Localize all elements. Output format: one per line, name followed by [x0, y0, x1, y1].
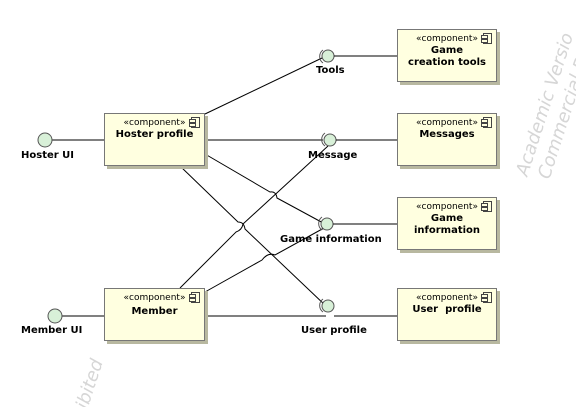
member-to-game-information-connector: [204, 227, 325, 293]
interface-label-message: Message: [308, 150, 358, 161]
game-information-lollipop: [320, 217, 334, 231]
tools-socket: [319, 49, 324, 64]
message-lollipop: [323, 133, 337, 147]
stereotype-label: «component»: [123, 118, 186, 128]
component-name: Member: [131, 306, 178, 317]
component-icon: [189, 117, 200, 128]
component-game-creation-tools[interactable]: «component» Game creation tools: [397, 29, 497, 82]
tools-lollipop: [321, 49, 335, 63]
component-hoster-profile[interactable]: «component» Hoster profile: [104, 113, 205, 166]
hoster-to-game-information-connector: [204, 153, 326, 225]
member-to-message-connector: [179, 145, 329, 289]
component-game-information[interactable]: «component» Game information: [397, 197, 497, 250]
member-ui-lollipop: [47, 308, 63, 324]
component-user-profile[interactable]: «component» User profile: [397, 288, 497, 341]
game-information-socket: [318, 216, 323, 231]
interface-label-member-ui: Member UI: [21, 325, 83, 336]
stereotype-label: «component»: [416, 118, 478, 128]
message-socket: [321, 132, 326, 147]
user-profile-lollipop: [321, 299, 335, 313]
component-icon: [481, 33, 492, 44]
component-name: Hoster profile: [115, 129, 194, 140]
stereotype-label: «component»: [123, 293, 186, 303]
stereotype-label: «component»: [416, 202, 478, 212]
component-name: Messages: [419, 129, 475, 140]
component-name: User profile: [412, 304, 482, 315]
interface-label-hoster-ui: Hoster UI: [21, 150, 75, 161]
component-icon: [481, 201, 492, 212]
stereotype-label: «component»: [416, 293, 478, 303]
interface-label-game-information: Game information: [280, 234, 382, 245]
component-icon: [481, 117, 492, 128]
hoster-ui-lollipop: [37, 132, 53, 148]
component-icon: [481, 292, 492, 303]
component-member[interactable]: «component» Member: [104, 288, 205, 341]
interface-label-tools: Tools: [316, 65, 345, 76]
component-name: Game information: [413, 213, 481, 236]
hoster-to-tools-connector: [204, 57, 323, 115]
user-profile-socket: [319, 298, 324, 313]
component-messages[interactable]: «component» Messages: [397, 113, 497, 166]
component-icon: [189, 292, 200, 303]
interface-label-user-profile: User profile: [301, 325, 367, 336]
stereotype-label: «component»: [416, 34, 478, 44]
component-name: Game creation tools: [408, 45, 486, 68]
